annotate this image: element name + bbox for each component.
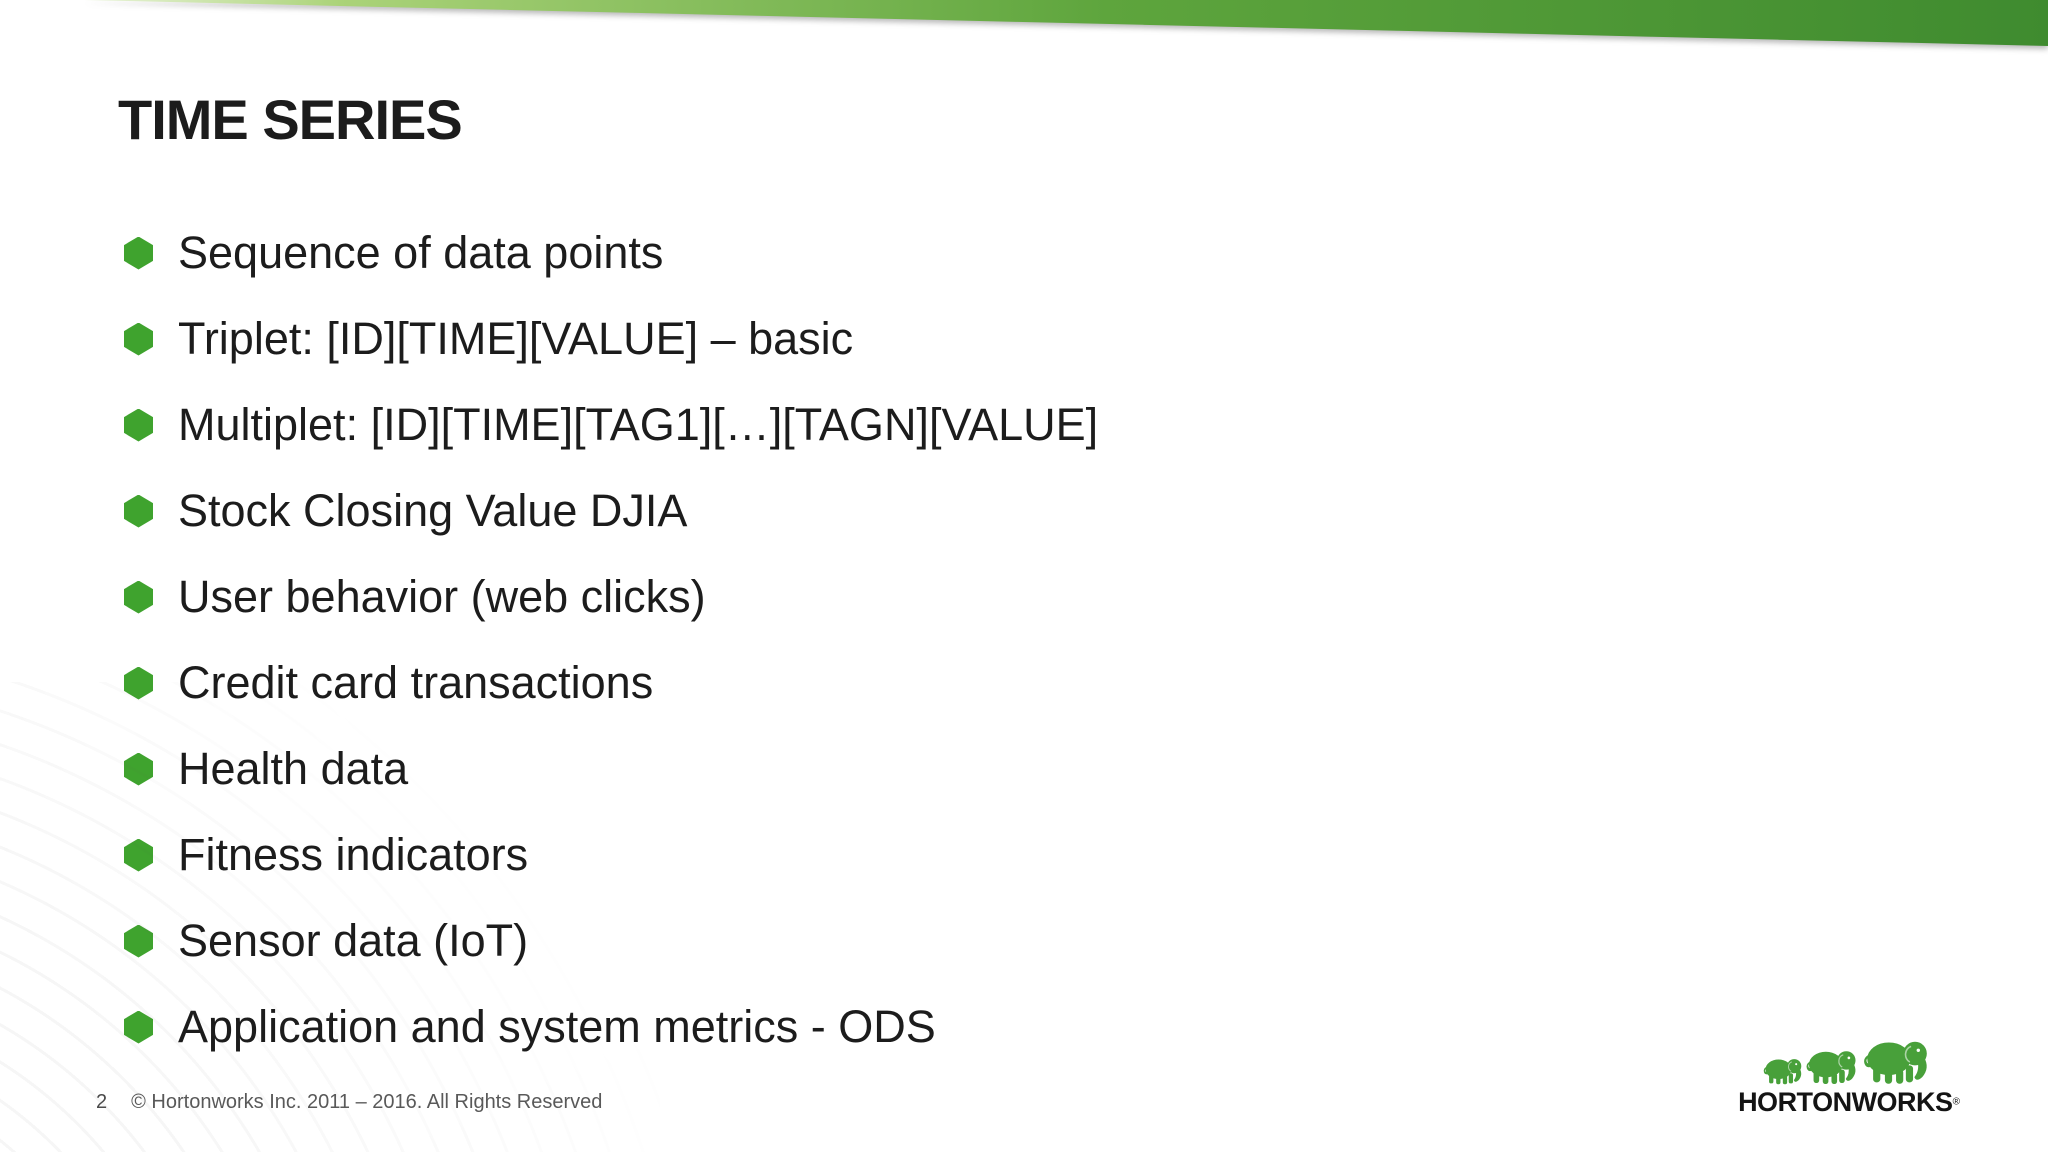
page-number: 2	[96, 1091, 108, 1113]
copyright-text: © Hortonworks Inc. 2011 – 2016. All Righ…	[131, 1091, 603, 1113]
hexagon-bullet-icon	[124, 666, 153, 700]
slide-title: TIME SERIES	[118, 88, 463, 151]
footer: 2 © Hortonworks Inc. 2011 – 2016. All Ri…	[96, 1091, 602, 1114]
hexagon-bullet-icon	[124, 924, 153, 958]
hexagon-bullet-icon	[124, 236, 153, 270]
hexagon-bullet-icon	[124, 408, 153, 442]
list-item: Fitness indicators	[124, 812, 1988, 898]
hexagon-bullet-icon	[124, 580, 153, 614]
elephant-icon	[1802, 1042, 1864, 1085]
bullet-text: User behavior (web clicks)	[178, 571, 706, 622]
bullet-text: Application and system metrics - ODS	[178, 1001, 936, 1052]
top-banner-decoration	[84, 0, 2048, 46]
logo-wordmark: HORTONWORKS	[1738, 1087, 1953, 1117]
hexagon-bullet-icon	[124, 322, 153, 356]
bullet-text: Credit card transactions	[178, 657, 654, 708]
hexagon-bullet-icon	[124, 494, 153, 528]
elephant-icon	[1858, 1030, 1938, 1085]
hexagon-bullet-icon	[124, 1010, 153, 1044]
hexagon-bullet-icon	[124, 838, 153, 872]
bullet-text: Sensor data (IoT)	[178, 915, 529, 966]
bullet-text: Stock Closing Value DJIA	[178, 485, 688, 536]
list-item: Sensor data (IoT)	[124, 898, 1988, 984]
hortonworks-logo: HORTONWORKS®	[1732, 1030, 1966, 1118]
elephant-icons	[1732, 1030, 1966, 1085]
bullet-text: Multiplet: [ID][TIME][TAG1][…][TAGN][VAL…	[178, 399, 1099, 450]
logo-wordmark-row: HORTONWORKS®	[1732, 1087, 1966, 1118]
bullet-text: Fitness indicators	[178, 829, 529, 880]
list-item: Health data	[124, 726, 1988, 812]
list-item: User behavior (web clicks)	[124, 554, 1988, 640]
registered-trademark: ®	[1952, 1096, 1960, 1108]
bullet-text: Health data	[178, 743, 409, 794]
list-item: Application and system metrics - ODS	[124, 984, 1988, 1070]
bullet-text: Triplet: [ID][TIME][VALUE] – basic	[178, 313, 854, 364]
list-item: Triplet: [ID][TIME][VALUE] – basic	[124, 296, 1988, 382]
elephant-icon	[1760, 1052, 1808, 1085]
bullet-text: Sequence of data points	[178, 227, 664, 278]
list-item: Stock Closing Value DJIA	[124, 468, 1988, 554]
list-item: Credit card transactions	[124, 640, 1988, 726]
hexagon-bullet-icon	[124, 752, 153, 786]
list-item: Sequence of data points	[124, 210, 1988, 296]
list-item: Multiplet: [ID][TIME][TAG1][…][TAGN][VAL…	[124, 382, 1988, 468]
